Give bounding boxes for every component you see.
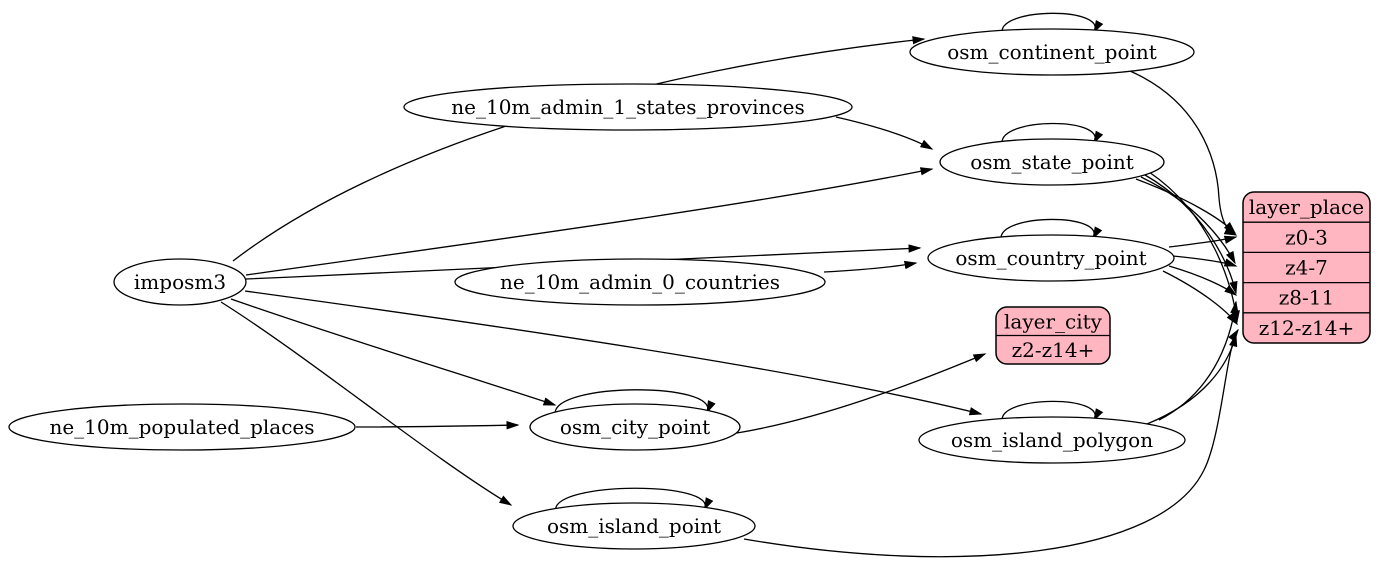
edge-osm_state_point-to-layer_place-z4_7 (1140, 176, 1236, 265)
edge-imposm3-to-osm_state_point (245, 167, 934, 276)
record-layer_city-row-z2_14: z2-z14+ (1012, 338, 1095, 362)
edge-osm_country_point-to-layer_place-z4_7 (1172, 255, 1238, 267)
node-osm_continent_point-shape (909, 28, 1195, 76)
edge-osm_country_point-to-layer_place-z8_11 (1168, 265, 1238, 296)
edge-osm_country_point-self-loop (1000, 218, 1103, 240)
node-ne_10m_admin_1_states_provinces-shape (403, 83, 853, 131)
node-ne_10m_admin_1_states_provinces: ne_10m_admin_1_states_provinces (403, 83, 853, 131)
node-osm_state_point-label: osm_state_point (970, 150, 1134, 174)
edge-osm_island_polygon-self-loop (1001, 400, 1104, 422)
node-osm_island_polygon: osm_island_polygon (918, 416, 1186, 464)
edge-imposm3-to-osm_island_point (220, 301, 513, 506)
node-ne_10m_admin_0_countries-label: ne_10m_admin_0_countries (500, 270, 780, 294)
record-layer_place-row-z8_11: z8-11 (1279, 286, 1334, 310)
node-osm_country_point: osm_country_point (927, 234, 1175, 282)
node-ne_10m_populated_places-shape (8, 403, 356, 451)
record-layer_place-row-z12_14: z12-z14+ (1259, 316, 1355, 340)
record-layer_place-row-z0_3: z0-3 (1285, 225, 1328, 249)
node-osm_state_point-shape (939, 138, 1165, 186)
node-osm_city_point: osm_city_point (529, 403, 741, 451)
edge-osm_continent_point-self-loop (1001, 12, 1104, 34)
node-osm_country_point-label: osm_country_point (955, 246, 1146, 270)
node-imposm3: imposm3 (113, 258, 247, 306)
node-osm_city_point-shape (529, 403, 741, 451)
edge-osm_state_point-to-layer_place-z8_11 (1144, 174, 1238, 295)
record-layer_place-shape (1242, 191, 1371, 344)
node-osm_island_polygon-shape (918, 416, 1186, 464)
node-osm_continent_point: osm_continent_point (909, 28, 1195, 76)
edge-osm_state_point-to-layer_place-z12_14 (1148, 171, 1240, 324)
edge-osm_state_point-to-layer_place-z0_3 (1135, 178, 1237, 235)
node-osm_island_point: osm_island_point (512, 502, 756, 550)
edge-osm_island_polygon-to-layer_place-z12_14 (1146, 333, 1238, 425)
edge-imposm3-to-osm_island_polygon (244, 290, 983, 416)
edge-osm_island_polygon-to-layer_place-z8_11 (1158, 300, 1239, 421)
node-ne_10m_admin_0_countries: ne_10m_admin_0_countries (454, 258, 826, 306)
record-layer_place-row-z4_7: z4-7 (1285, 256, 1328, 280)
node-osm_island_polygon-label: osm_island_polygon (951, 428, 1153, 452)
record-layer_city-row-title: layer_city (1004, 309, 1103, 333)
node-osm_island_point-label: osm_island_point (547, 514, 721, 538)
edge-imposm3-to-osm_city_point (230, 298, 557, 406)
edge-osm_island_point-self-loop (554, 487, 714, 511)
node-osm_city_point-label: osm_city_point (560, 415, 710, 439)
record-layer_place: layer_place z0-3 z4-7 z8-11 z12-z14+ (1242, 191, 1371, 344)
edge-osm_city_point-to-layer_city-z2_14 (736, 353, 987, 434)
edge-osm_country_point-to-layer_place-z0_3 (1168, 235, 1238, 248)
node-ne_10m_admin_0_countries-shape (454, 258, 826, 306)
node-imposm3-shape (113, 258, 247, 306)
edge-layer (220, 12, 1240, 558)
edge-osm_city_point-self-loop (554, 389, 716, 415)
record-layer_place-row-title: layer_place (1249, 195, 1364, 219)
edge-osm_country_point-to-layer_place-z12_14 (1162, 270, 1238, 326)
edge-ne_10m_populated_places-to-osm_city_point (355, 421, 520, 430)
node-ne_10m_admin_1_states_provinces-label: ne_10m_admin_1_states_provinces (451, 95, 804, 119)
node-osm_continent_point-label: osm_continent_point (947, 40, 1157, 64)
edge-osm_state_point-self-loop (1001, 122, 1104, 144)
node-osm_state_point: osm_state_point (939, 138, 1165, 186)
node-layer: imposm3 ne_10m_populated_places ne_10m_adm… (8, 28, 1371, 550)
node-osm_island_point-shape (512, 502, 756, 550)
edge-ne_10m_admin_1_states_provinces-to-osm_state_point (835, 116, 934, 150)
node-ne_10m_populated_places: ne_10m_populated_places (8, 403, 356, 451)
edge-osm_island_point-to-layer_place-z12_14 (743, 328, 1239, 558)
node-imposm3-label: imposm3 (134, 270, 226, 294)
record-layer_city: layer_city z2-z14+ (995, 306, 1111, 365)
node-osm_country_point-shape (927, 234, 1175, 282)
edge-ne_10m_admin_0_countries-to-osm_country_point (823, 260, 918, 273)
node-ne_10m_populated_places-label: ne_10m_populated_places (49, 415, 314, 439)
